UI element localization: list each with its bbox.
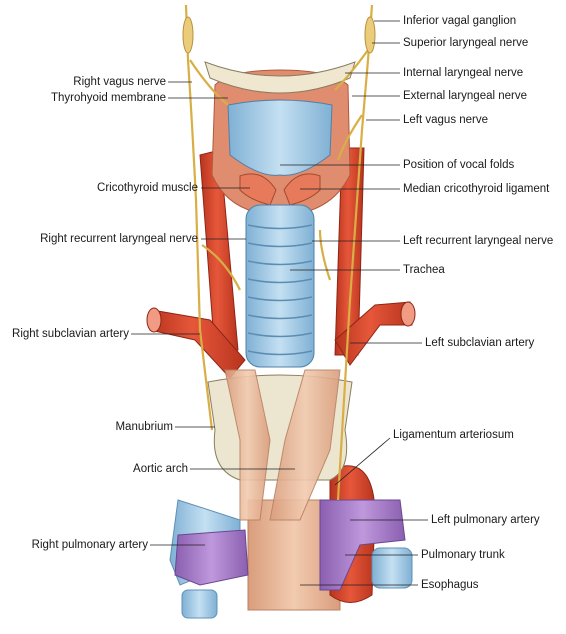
inferior-vagal-ganglion-shape bbox=[364, 16, 376, 54]
label-superior-laryngeal-nerve: Superior laryngeal nerve bbox=[403, 37, 529, 49]
thyroid-cartilage bbox=[227, 99, 333, 176]
label-esophagus: Esophagus bbox=[421, 579, 479, 591]
label-right-vagus-nerve: Right vagus nerve bbox=[73, 76, 166, 88]
aortic-arch-shape bbox=[224, 369, 271, 521]
label-right-pulmonary-artery: Right pulmonary artery bbox=[31, 539, 148, 551]
label-cricothyroid-muscle: Cricothyroid muscle bbox=[97, 182, 198, 194]
label-manubrium: Manubrium bbox=[115, 421, 173, 433]
left-subclavian-shape bbox=[334, 301, 413, 366]
label-aortic-arch: Aortic arch bbox=[133, 463, 188, 475]
right-pulmonary-artery-shape bbox=[169, 499, 249, 619]
label-thyrohyoid-membrane: Thyrohyoid membrane bbox=[50, 92, 166, 104]
label-trachea: Trachea bbox=[403, 264, 445, 276]
label-left-recurrent-laryngeal-nerve: Left recurrent laryngeal nerve bbox=[403, 235, 554, 247]
label-inferior-vagal-ganglion: Inferior vagal ganglion bbox=[403, 15, 517, 27]
left-pulmonary-artery-shape bbox=[319, 465, 413, 603]
label-position-of-vocal-folds: Position of vocal folds bbox=[403, 159, 515, 171]
label-median-cricothyroid-ligament: Median cricothyroid ligament bbox=[403, 183, 550, 195]
leader-lines bbox=[131, 20, 428, 586]
label-pulmonary-trunk: Pulmonary trunk bbox=[421, 549, 505, 561]
label-ligamentum-arteriosum: Ligamentum arteriosum bbox=[393, 429, 514, 441]
hyoid-bone bbox=[204, 61, 356, 94]
right-vagus-nerve-shape bbox=[184, 4, 214, 431]
label-right-recurrent-laryngeal-nerve: Right recurrent laryngeal nerve bbox=[40, 233, 198, 245]
trachea-shape bbox=[245, 204, 315, 368]
label-right-subclavian-artery: Right subclavian artery bbox=[12, 328, 129, 340]
label-left-vagus-nerve: Left vagus nerve bbox=[403, 114, 489, 126]
label-external-laryngeal-nerve: External laryngeal nerve bbox=[403, 90, 528, 102]
label-left-pulmonary-artery: Left pulmonary artery bbox=[431, 514, 540, 526]
label-left-subclavian-artery: Left subclavian artery bbox=[425, 337, 535, 349]
label-internal-laryngeal-nerve: Internal laryngeal nerve bbox=[403, 67, 524, 79]
